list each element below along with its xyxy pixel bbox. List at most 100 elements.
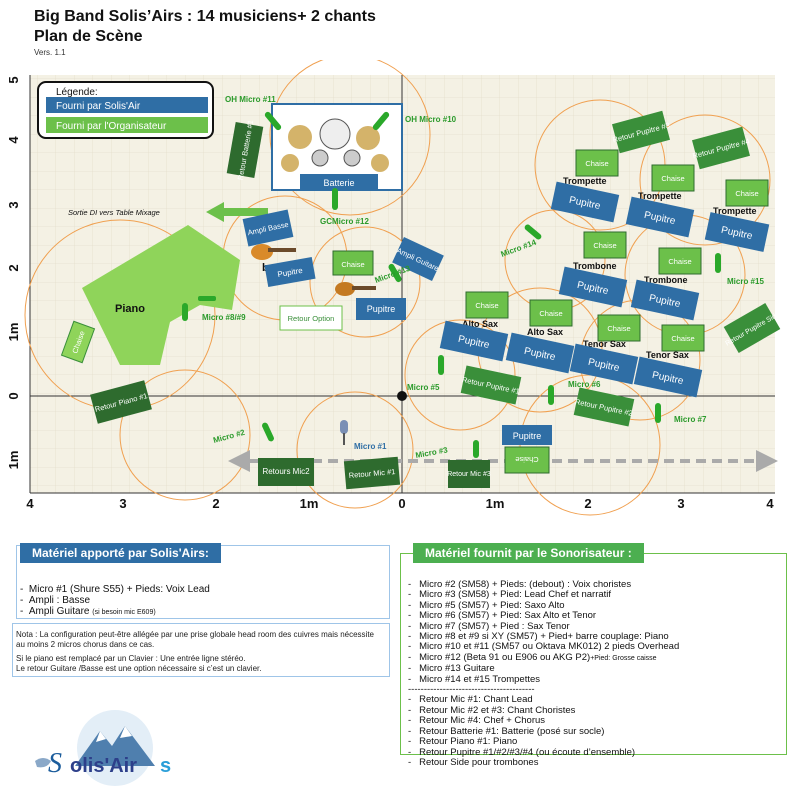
micro12-extra: +Pied: Grosse caisse [590, 654, 657, 662]
y-tick-label: 4 [6, 136, 21, 144]
guitare-note: (si besoin mic E609) [92, 609, 156, 616]
micro-6-label: Micro #6 [568, 380, 601, 389]
stage-plan: 4 3 2 1m 0 1m 2 3 4 5 4 3 2 1m 0 1m Lég [0, 60, 800, 520]
list-separator: ---------------------------------------- [408, 684, 535, 696]
trompette-label-3: Trompette [713, 206, 757, 216]
solis-equipment-list: - Micro #1 (Shure S55) + Pieds: Voix Lea… [20, 584, 210, 618]
trombone-label-1: Trombone [573, 261, 617, 271]
y-tick-label: 1m [6, 323, 21, 342]
di-arrow-icon [206, 202, 268, 222]
oh-micro-11-label: OH Micro #11 [225, 95, 276, 104]
alto-sax-label-2: Alto Sax [527, 327, 563, 337]
trombone-label-2: Trombone [644, 275, 688, 285]
list-item: - Retour Mic #1: Chant Lead [408, 694, 533, 706]
mic-icon [655, 403, 661, 423]
x-tick-label: 4 [766, 496, 774, 511]
chaise-tenor-1: Chaise [607, 324, 630, 333]
chaise-alto-2: Chaise [539, 309, 562, 318]
list-item: - Micro #12 (Beta 91 ou E906 ou AKG P2)+… [408, 651, 657, 663]
chaise-alto-1: Chaise [475, 301, 498, 310]
tenor-sax-label-1: Tenor Sax [583, 339, 626, 349]
retours-mic2-label: Retours Mic2 [262, 467, 310, 476]
x-tick-label: 3 [119, 496, 126, 511]
list-item: - Micro #2 (SM58) + Pieds: (debout) : Vo… [408, 579, 632, 590]
chaise-guitare-label: Chaise [341, 260, 364, 269]
mic-icon [438, 355, 444, 375]
retour-mic3-label: Retour Mic #3 [447, 471, 491, 478]
list-item: - Retour Pupitre #1/#2/#3/#4 (ou écoute … [408, 746, 636, 758]
x-tick-label: 2 [584, 496, 591, 511]
micro-8-9-label: Micro #8/#9 [202, 313, 246, 322]
x-tick-label: 4 [26, 496, 34, 511]
svg-text:S: S [48, 748, 62, 779]
retour-option-label: Retour Option [288, 314, 335, 323]
x-tick-label: 2 [212, 496, 219, 511]
drum-label: Batterie [323, 178, 354, 188]
solis-airs-logo: S olis'Air s [20, 706, 190, 796]
sono-equipment-list: - Micro #2 (SM58) + Pieds: (debout) : Vo… [408, 579, 679, 768]
chaise-trompette-2: Chaise [661, 174, 684, 183]
list-item: - Micro #13 Guitare [408, 663, 495, 675]
list-item: - Micro #5 (SM57) + Pied: Saxo Alto [408, 599, 565, 611]
list-item: - Micro #7 (SM57) + Pied : Sax Tenor [408, 620, 570, 632]
mic-stand-icon [340, 420, 348, 445]
mic-icon [372, 111, 390, 131]
list-item: - Retour Mic #4: Chef + Chorus [408, 715, 546, 727]
legend-swatch-solis [46, 97, 208, 113]
mic-icon [524, 224, 542, 240]
y-tick-label: 3 [6, 201, 21, 208]
sono-equipment-title: Matériel fournit par le Sonorisateur : [413, 543, 644, 563]
mic-icon [473, 440, 479, 458]
svg-text:olis'Air: olis'Air [70, 755, 137, 777]
list-item: - Retour Mic #2 et #3: Chant Choristes [408, 704, 576, 716]
svg-text:s: s [160, 755, 171, 777]
chaise-trompette-3: Chaise [735, 189, 758, 198]
y-tick-label: 1m [6, 451, 21, 470]
header-subtitle: Plan de Scène [34, 28, 143, 45]
legend-label-solis: Fourni par Solis'Air [56, 101, 141, 112]
chaise-trombone-2: Chaise [668, 257, 691, 266]
legend-swatch-orga [46, 117, 208, 133]
header-version: Vers. 1.1 [34, 48, 66, 57]
list-item: - Micro #8 et #9 si XY (SM57) + Pied+ ba… [408, 631, 669, 643]
chaise-trompette-1: Chaise [585, 159, 608, 168]
tenor-sax-label-2: Tenor Sax [646, 350, 689, 360]
list-item: - Micro #3 (SM58) + Pied: Lead Chef et n… [408, 589, 612, 601]
y-tick-label: 0 [6, 392, 21, 399]
list-item: - Ampli Guitare (si besoin mic E609) [20, 606, 156, 617]
x-tick-label: 3 [677, 496, 684, 511]
pupitre-front-label: Pupitre [513, 431, 542, 441]
gc-micro-12-label: GCMicro #12 [320, 217, 369, 226]
legend-label-orga: Fourni par l'Organisateur [56, 121, 167, 132]
mic-icon [182, 296, 216, 321]
solis-equipment-title: Matériel apporté par Solis'Airs: [20, 543, 221, 563]
pupitre-guitare-label: Pupitre [367, 304, 396, 314]
guitar-icon [335, 282, 376, 296]
list-item: - Retour Piano #1: Piano [408, 736, 518, 748]
chaise-trombone-1: Chaise [593, 241, 616, 250]
piano-shape [82, 225, 240, 365]
micro-7-label: Micro #7 [674, 415, 707, 424]
drum-icon [281, 118, 389, 172]
trompette-label-2: Trompette [638, 191, 682, 201]
list-item: - Ampli : Basse [20, 595, 91, 606]
mic-icon [715, 253, 721, 273]
legend-title: Légende: [56, 87, 98, 98]
pupitre-basse-label: Pupitre [277, 266, 304, 279]
x-tick-label: 1m [486, 496, 505, 511]
sono-equipment-box [400, 553, 787, 755]
mic-icon [264, 111, 282, 131]
list-item: - Micro #1 (Shure S55) + Pieds: Voix Lea… [20, 584, 210, 595]
list-item: - Micro #6 (SM57) + Pied: Sax Alto et Te… [408, 610, 597, 622]
retour-mic1-label: Retour Mic #1 [348, 467, 395, 480]
list-item: - Retour Batterie #1: Batterie (posé sur… [408, 725, 605, 737]
y-tick-label: 5 [6, 76, 21, 83]
mic-icon [548, 385, 554, 405]
x-tick-label: 1m [300, 496, 319, 511]
micro-5-label: Micro #5 [407, 383, 440, 392]
mic-icon [388, 263, 402, 283]
list-item: - Micro #14 et #15 Trompettes [408, 673, 541, 685]
sortie-di-label: Sortie DI vers Table Mixage [68, 208, 160, 217]
bass-guitar-icon [251, 244, 296, 260]
trompette-label-1: Trompette [563, 176, 607, 186]
